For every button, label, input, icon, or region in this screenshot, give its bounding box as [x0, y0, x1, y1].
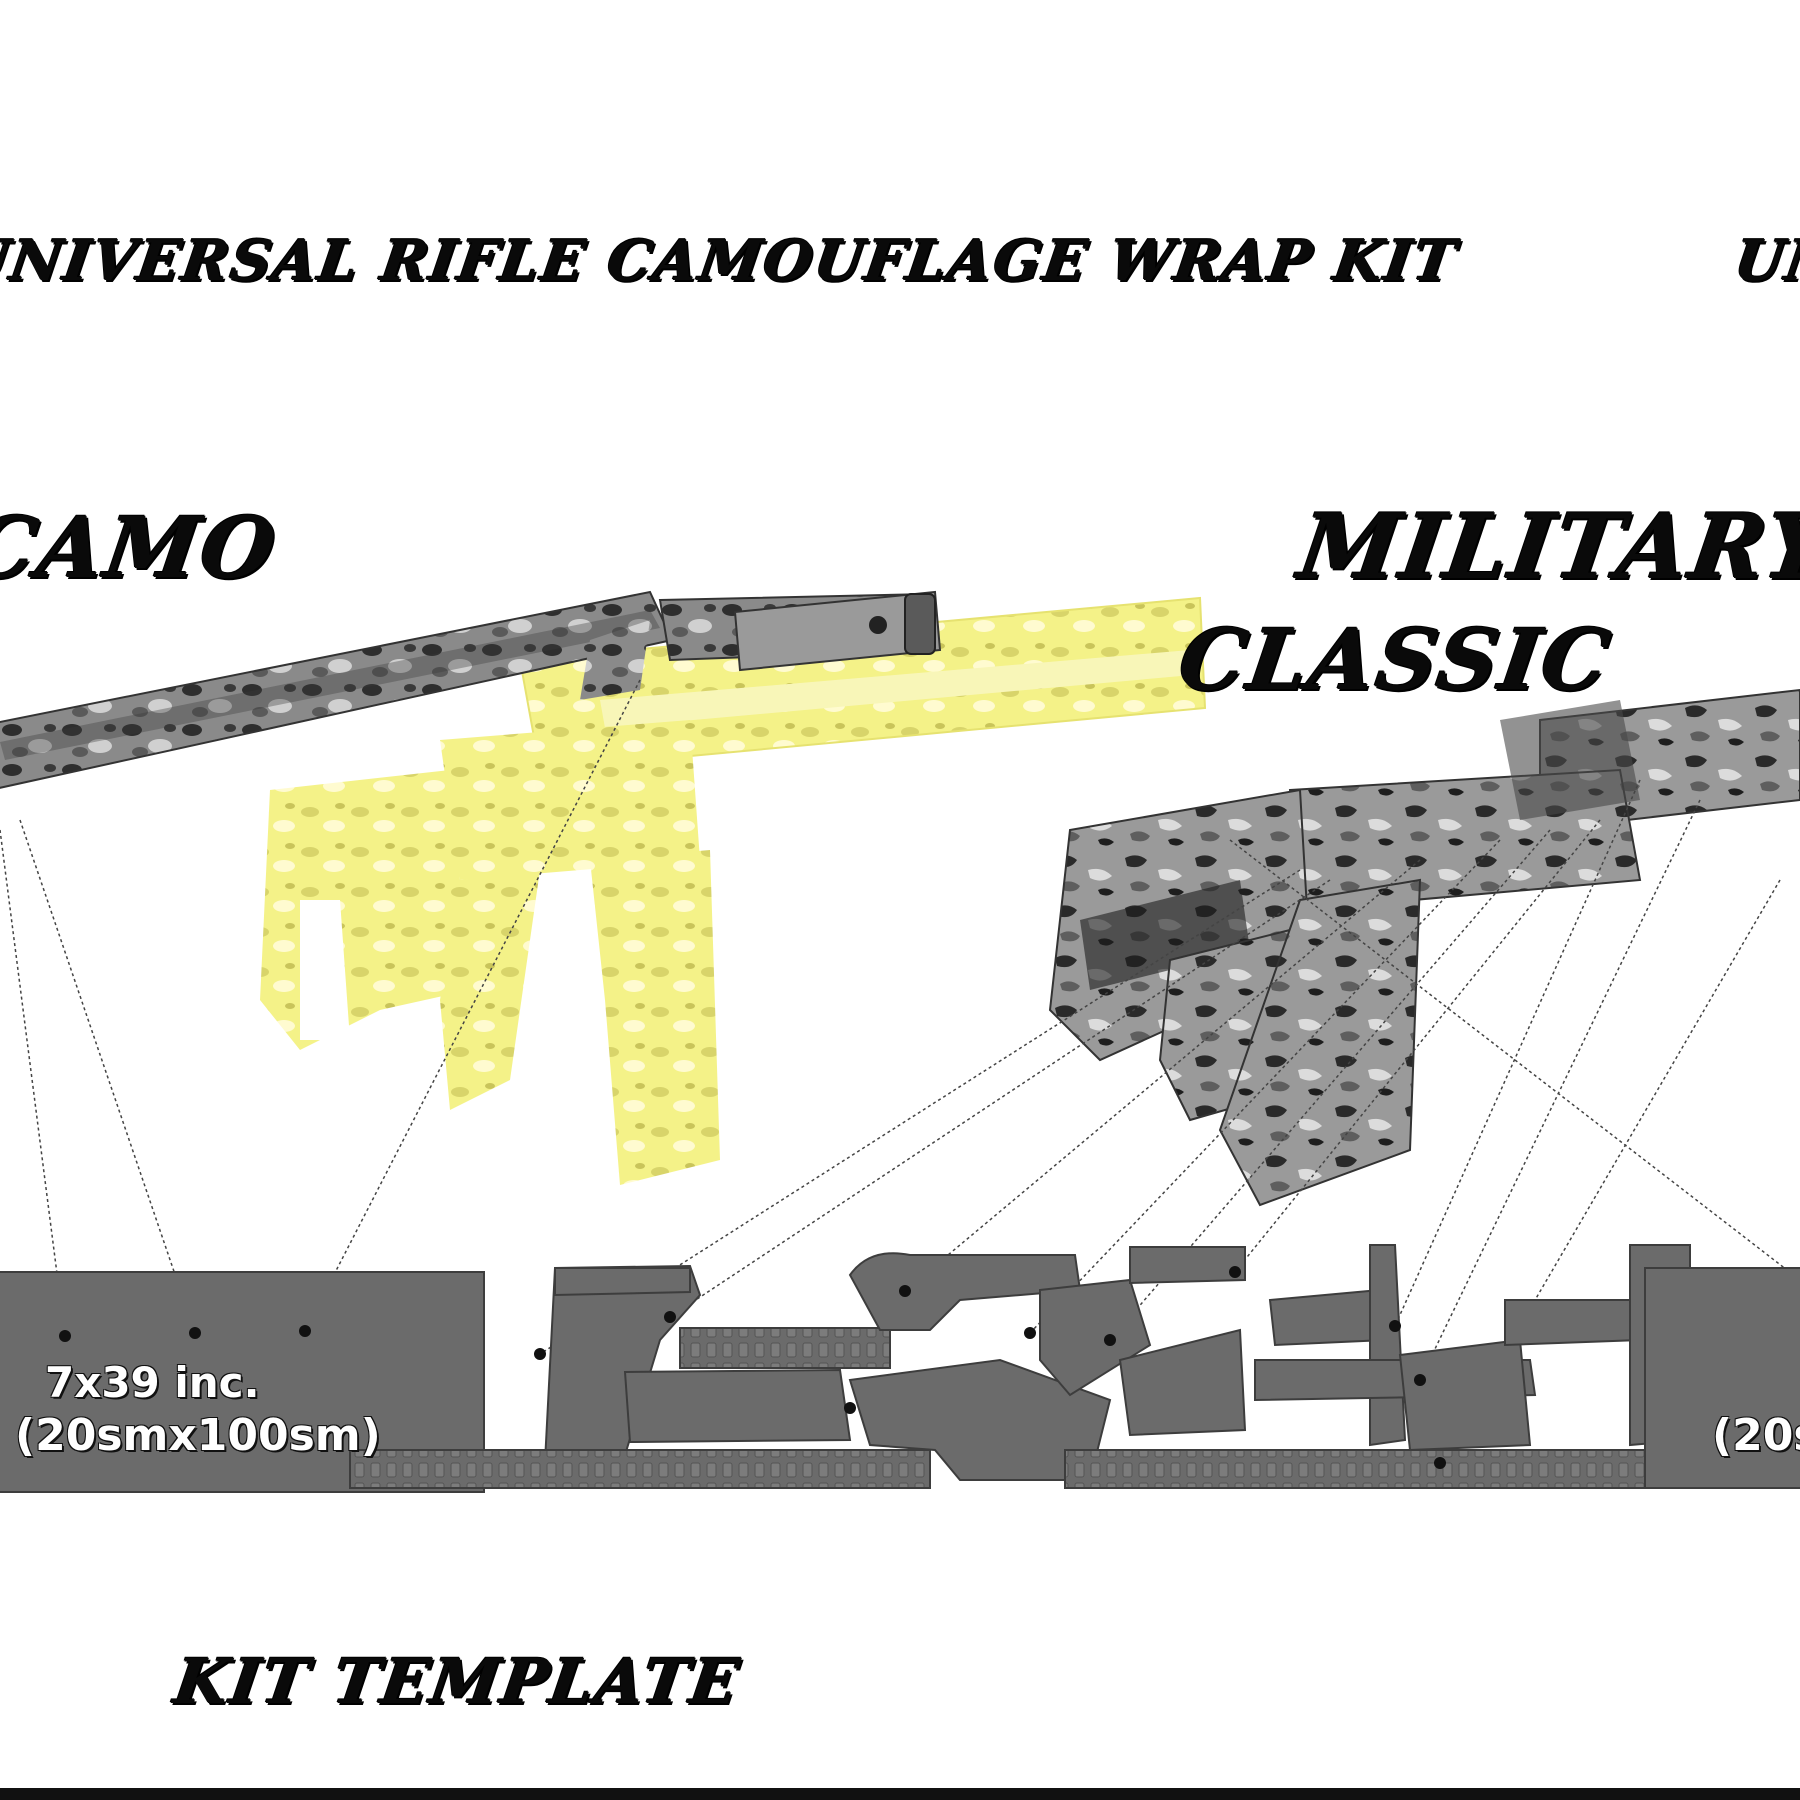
camo-rifle-barrel-icon: [0, 590, 942, 789]
piece-strip-vertical: [1369, 1244, 1407, 1447]
heading-universal-right: UNIVERSAL: [1730, 228, 1800, 294]
piece-receiver-left: [623, 1368, 852, 1444]
heading-camo: CAMO: [0, 498, 284, 597]
piece-small-top: [1504, 1299, 1641, 1347]
leader-lines: [0, 679, 1800, 1464]
piece-trigger: [1268, 1288, 1387, 1347]
military-camo-rifle-icon: [1048, 688, 1800, 1207]
large-sheet-right: [1644, 1267, 1800, 1489]
heading-universal-kit: UNIVERSAL RIFLE CAMOUFLAGE WRAP KIT: [0, 228, 1462, 294]
heading-kit-template: KIT TEMPLATE: [169, 1645, 746, 1718]
rail-strip-bottom-right: [1064, 1449, 1646, 1489]
sheet-size-cm-left: (20smx100sm): [15, 1410, 381, 1461]
rail-strip-bottom-left: [349, 1449, 931, 1489]
kit-template-pieces: [0, 1244, 1800, 1493]
piece-lower: [1039, 1278, 1152, 1397]
yellow-camo-rifle-icon: [260, 596, 1207, 1185]
sheet-size-inches: 7x39 inc.: [45, 1358, 260, 1407]
piece-stock: [848, 1358, 1112, 1481]
bottom-divider: [0, 1788, 1800, 1800]
piece-mag: [1118, 1328, 1247, 1437]
piece-block: [1398, 1338, 1532, 1452]
heading-classic: CLASSIC: [1173, 610, 1618, 709]
sheet-size-cm-right: (20smx100sm): [1712, 1410, 1800, 1461]
piece-tab: [1129, 1246, 1246, 1285]
rail-strip-top: [679, 1327, 891, 1369]
template-dots: [59, 1266, 1446, 1469]
piece-grip-top: [848, 1252, 1082, 1331]
heading-military: MILITARY: [1292, 494, 1800, 600]
